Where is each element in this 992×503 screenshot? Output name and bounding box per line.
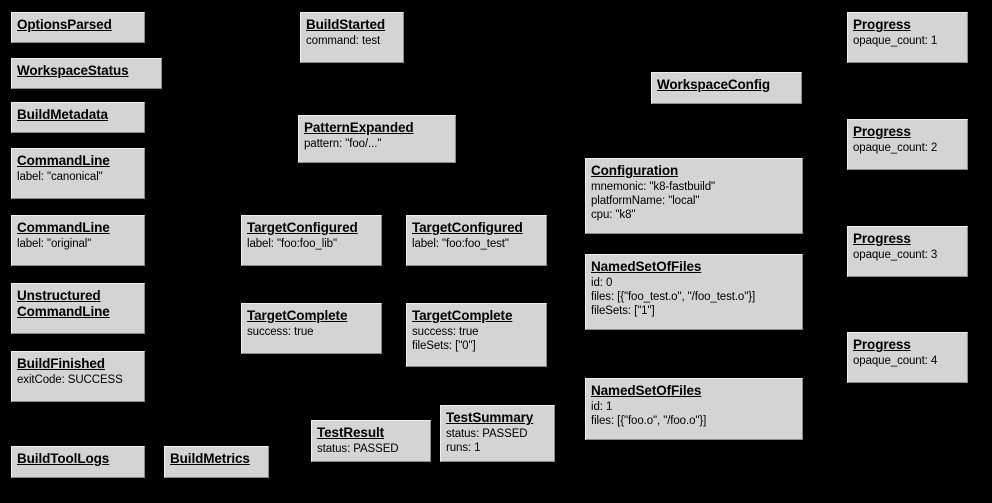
- node-title: TestSummary: [446, 410, 534, 425]
- node-build-started[interactable]: BuildStarted command: test: [300, 12, 404, 63]
- node-title: BuildFinished: [17, 356, 105, 371]
- node-progress-1[interactable]: Progress opaque_count: 1: [847, 12, 968, 63]
- node-title: Progress: [853, 124, 911, 139]
- node-fields: label: "canonical": [17, 171, 103, 183]
- node-fields: label: "original": [17, 238, 92, 250]
- node-options-parsed[interactable]: OptionsParsed: [11, 12, 145, 43]
- node-named-set-of-files-0[interactable]: NamedSetOfFiles id: 0 files: [{"foo_test.…: [585, 254, 803, 330]
- node-fields: mnemonic: "k8-fastbuild" platformName: "…: [591, 181, 716, 221]
- node-title: BuildStarted: [306, 17, 386, 32]
- node-title: BuildMetadata: [17, 107, 108, 122]
- node-unstructured-command-line[interactable]: Unstructured CommandLine: [11, 283, 145, 334]
- node-fields: label: "foo:foo_test": [412, 238, 509, 250]
- node-fields: status: PASSED: [317, 443, 399, 455]
- node-title: Progress: [853, 17, 911, 32]
- node-command-line-canonical[interactable]: CommandLine label: "canonical": [11, 148, 145, 199]
- node-progress-4[interactable]: Progress opaque_count: 4: [847, 332, 968, 383]
- node-title: CommandLine: [17, 153, 110, 168]
- node-title: TargetConfigured: [247, 220, 358, 235]
- node-progress-2[interactable]: Progress opaque_count: 2: [847, 119, 968, 170]
- node-title: BuildMetrics: [170, 451, 250, 466]
- node-build-metadata[interactable]: BuildMetadata: [11, 102, 145, 133]
- node-title: TestResult: [317, 425, 385, 440]
- node-target-complete-lib[interactable]: TargetComplete success: true: [241, 303, 382, 354]
- node-configuration[interactable]: Configuration mnemonic: "k8-fastbuild" pl…: [585, 158, 803, 234]
- node-fields: opaque_count: 3: [853, 249, 938, 261]
- node-build-tool-logs[interactable]: BuildToolLogs: [11, 446, 145, 478]
- node-fields: opaque_count: 4: [853, 355, 938, 367]
- node-build-finished[interactable]: BuildFinished exitCode: SUCCESS: [11, 351, 145, 402]
- node-title: Unstructured CommandLine: [17, 288, 110, 319]
- node-title: CommandLine: [17, 220, 110, 235]
- node-fields: id: 1 files: [{"foo.o", "/foo.o"}]: [591, 401, 707, 427]
- node-fields: label: "foo:foo_lib": [247, 238, 337, 250]
- node-fields: opaque_count: 2: [853, 142, 938, 154]
- node-fields: status: PASSED runs: 1: [446, 428, 528, 454]
- node-progress-3[interactable]: Progress opaque_count: 3: [847, 226, 968, 277]
- node-title: TargetComplete: [412, 308, 513, 323]
- node-workspace-status[interactable]: WorkspaceStatus: [11, 58, 162, 89]
- node-target-configured-foo-test[interactable]: TargetConfigured label: "foo:foo_test": [406, 215, 547, 266]
- node-target-configured-foo-lib[interactable]: TargetConfigured label: "foo:foo_lib": [241, 215, 382, 266]
- node-title: TargetConfigured: [412, 220, 523, 235]
- node-fields: pattern: "foo/...": [304, 138, 382, 150]
- node-title: NamedSetOfFiles: [591, 383, 702, 398]
- node-build-metrics[interactable]: BuildMetrics: [164, 446, 269, 478]
- node-test-summary[interactable]: TestSummary status: PASSED runs: 1: [440, 405, 555, 462]
- node-title: Progress: [853, 337, 911, 352]
- node-command-line-original[interactable]: CommandLine label: "original": [11, 215, 145, 266]
- node-title: BuildToolLogs: [17, 451, 110, 466]
- node-fields: exitCode: SUCCESS: [17, 374, 123, 386]
- node-fields: command: test: [306, 35, 381, 47]
- node-title: Progress: [853, 231, 911, 246]
- node-title: PatternExpanded: [304, 120, 414, 135]
- node-target-complete-test[interactable]: TargetComplete success: true fileSets: ["…: [406, 303, 547, 367]
- node-pattern-expanded[interactable]: PatternExpanded pattern: "foo/...": [298, 115, 456, 163]
- node-fields: id: 0 files: [{"foo_test.o", "/foo_test.…: [591, 277, 756, 317]
- node-named-set-of-files-1[interactable]: NamedSetOfFiles id: 1 files: [{"foo.o", "…: [585, 378, 803, 440]
- node-fields: success: true fileSets: ["0"]: [412, 326, 479, 352]
- node-title: Configuration: [591, 163, 679, 178]
- node-workspace-config[interactable]: WorkspaceConfig: [651, 72, 802, 104]
- node-fields: opaque_count: 1: [853, 35, 938, 47]
- node-title: OptionsParsed: [17, 17, 112, 32]
- node-test-result[interactable]: TestResult status: PASSED: [311, 420, 431, 462]
- node-fields: success: true: [247, 326, 314, 338]
- node-title: WorkspaceStatus: [17, 63, 129, 78]
- node-title: NamedSetOfFiles: [591, 259, 702, 274]
- node-title: TargetComplete: [247, 308, 348, 323]
- node-title: WorkspaceConfig: [657, 77, 771, 92]
